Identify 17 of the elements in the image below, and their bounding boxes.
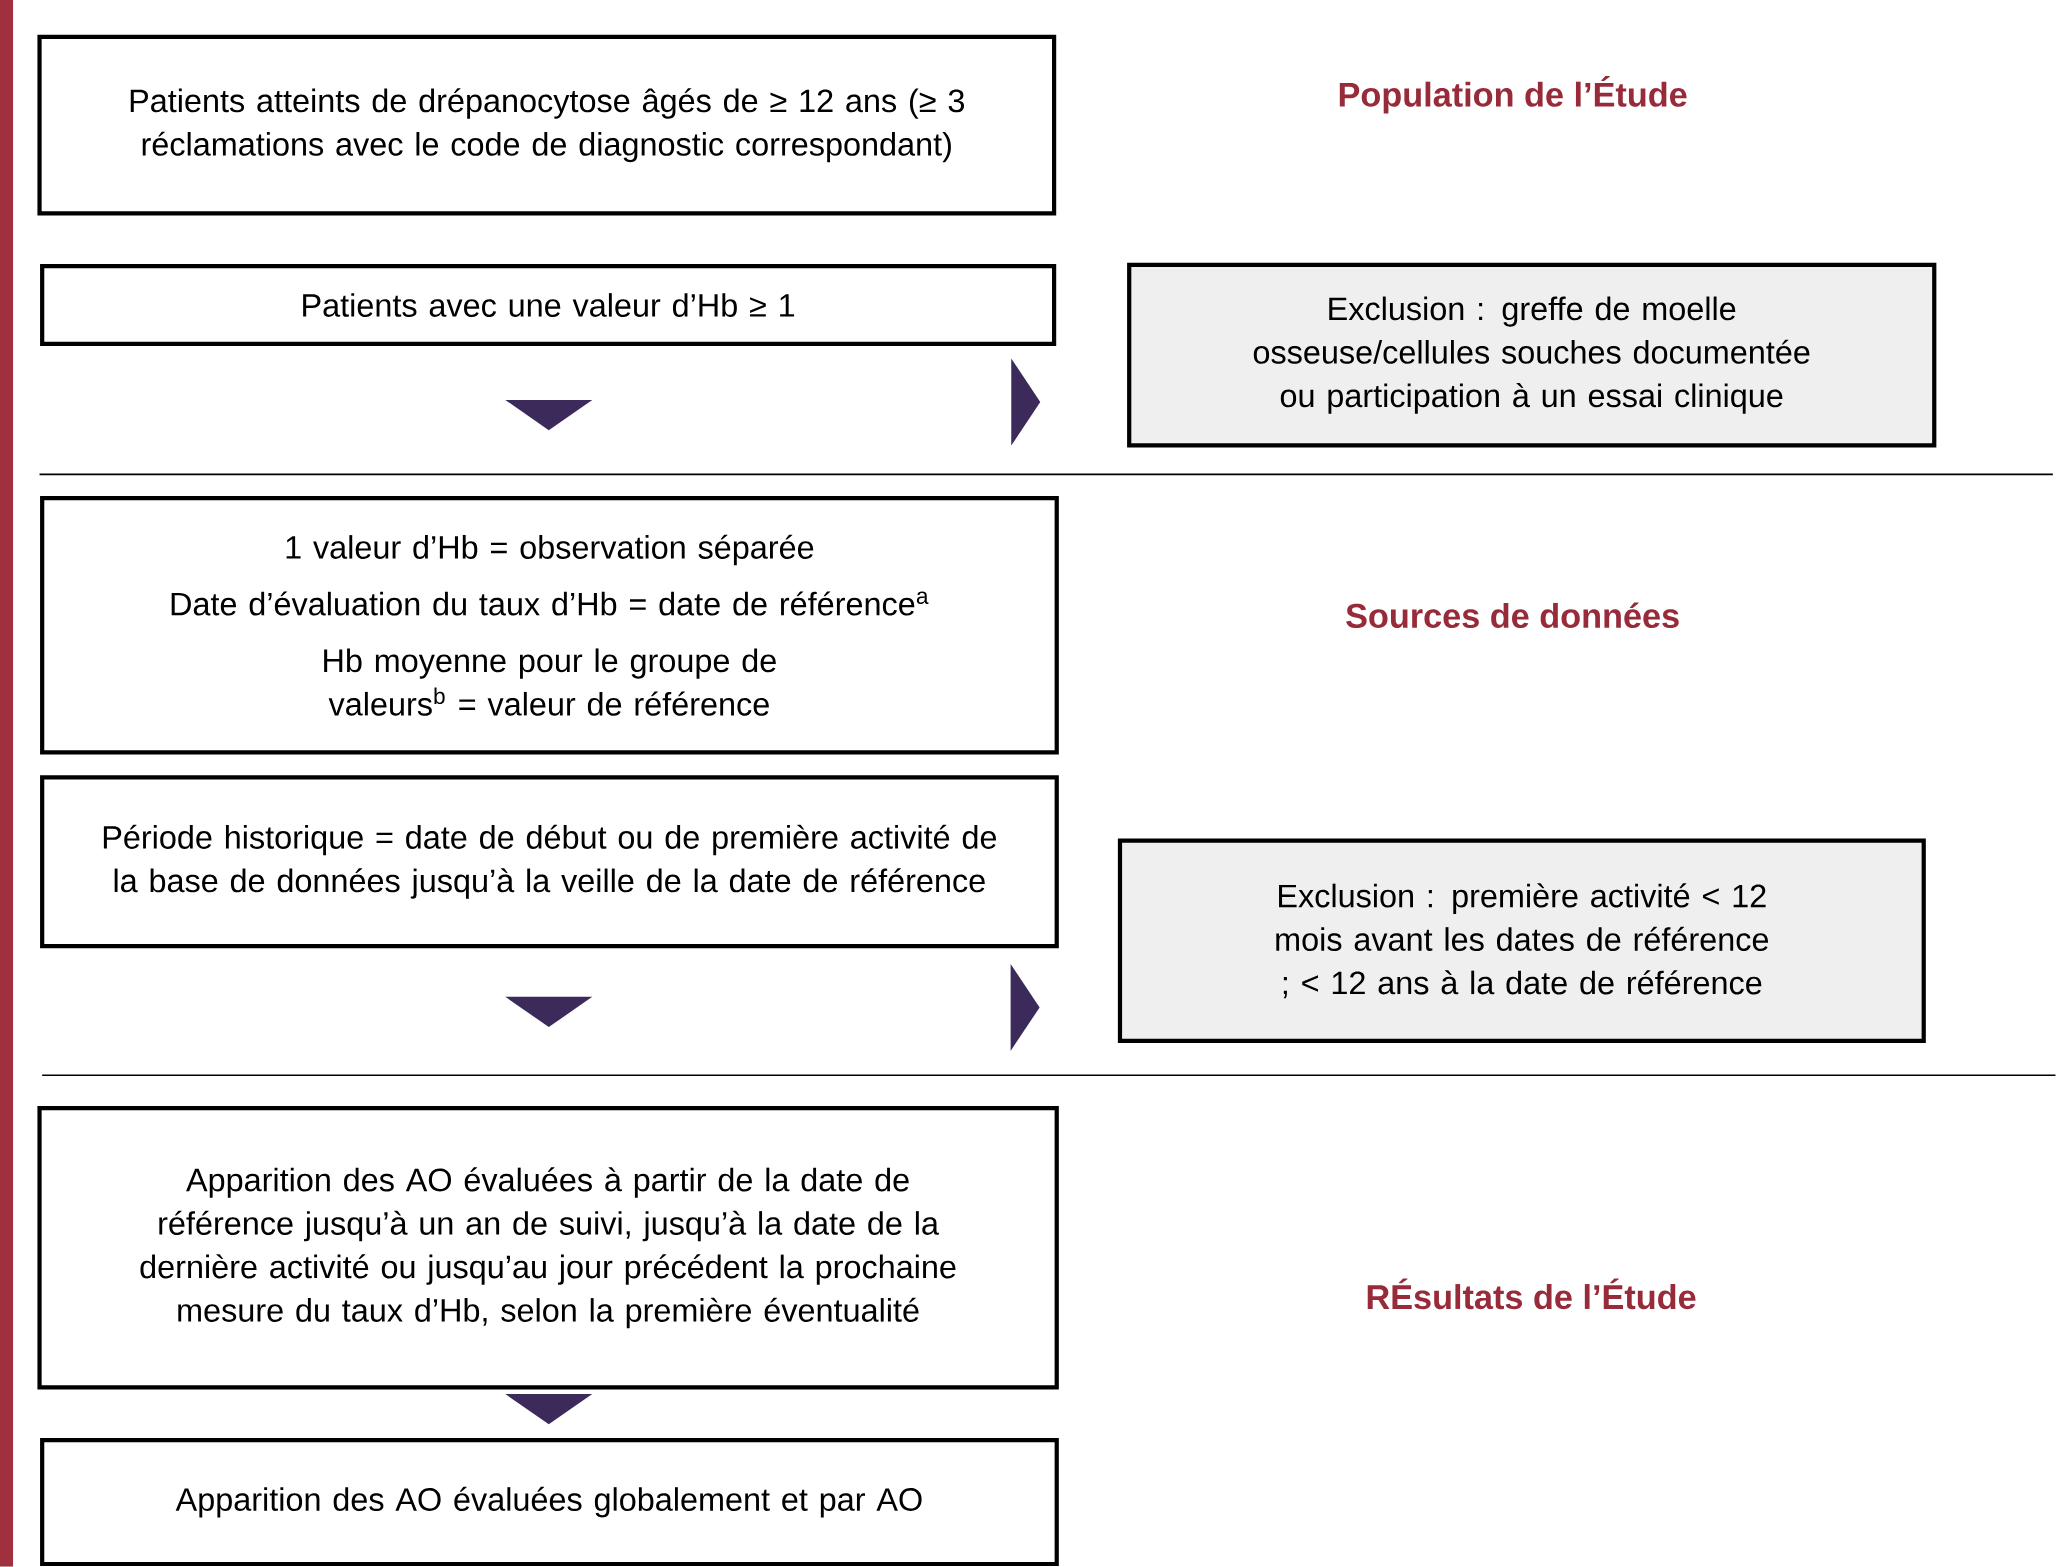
- process-box: Apparition des AO évaluées à partir de la date de référence jusqu’à un an de suivi, jusqu’à la date de la dernière activité ou jusqu’au jour précédent la prochaine mesure du taux d’Hb, selon la première éventualité: [37, 1106, 1059, 1390]
- arrow: [1010, 964, 1040, 1052]
- process-box: Patients avec une valeur d’Hb ≥ 1: [40, 264, 1057, 347]
- process-box: Patients atteints de drépanocytose âgés de ≥ 12 ans (≥ 3 réclamations avec le code de diagnostic correspondant): [37, 34, 1057, 216]
- process-box: Période historique = date de début ou de première activité de la base de données jusqu’à la veille de la date de référence: [40, 775, 1059, 949]
- process-box: Apparition des AO évaluées globalement et par AO: [40, 1438, 1059, 1567]
- arrow: [1011, 358, 1041, 446]
- section-heading: Population de l’Étude: [1339, 76, 1687, 114]
- arrow: [505, 400, 593, 431]
- arrow: [505, 996, 593, 1028]
- section-heading: RÉsultats de l’Étude: [1367, 1278, 1696, 1310]
- section-heading: Sources de données: [1346, 602, 1679, 629]
- process-box: 1 valeur d’Hb = observation séparée Date d’évaluation du taux d’Hb = date de référence$^{a}$ Hb moyenne pour le groupe de valeurs$^{b}$ = valeur de référence: [40, 496, 1059, 755]
- arrow: [505, 1394, 593, 1425]
- exclusion-box: Exclusion : greffe de moelle osseuse/cellules souches documentée ou participation à un essai clinique: [1127, 262, 1937, 448]
- exclusion-box: Exclusion : première activité < 12 mois avant les dates de référence ; < 12 ans à la date de référence: [1117, 838, 1926, 1044]
- side-bar: [0, 0, 14, 1567]
